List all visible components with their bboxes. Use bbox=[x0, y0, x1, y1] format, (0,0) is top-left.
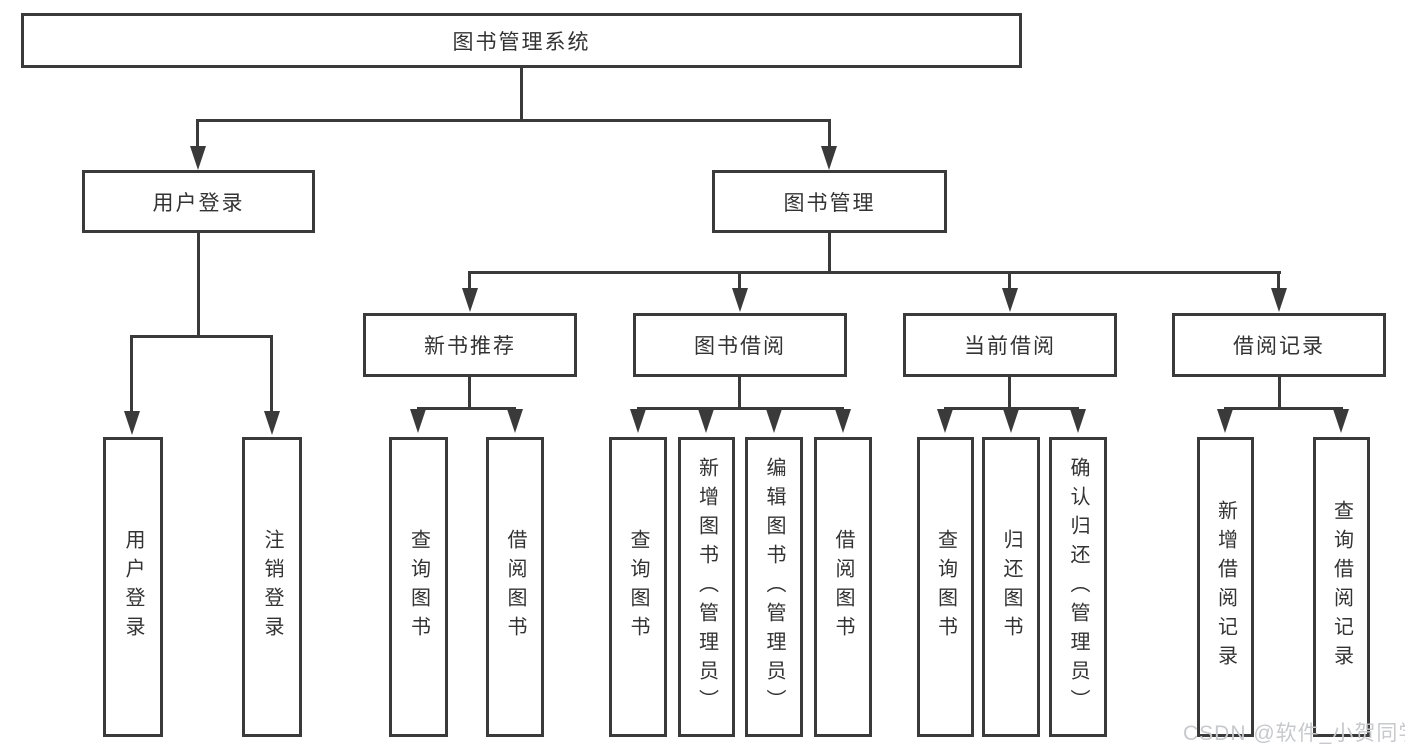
arrowhead-to-bb-edit-icon bbox=[766, 409, 782, 433]
connector-bb-stem bbox=[738, 375, 741, 409]
node-leaf-rec-borrow-book: 借阅图书 bbox=[486, 437, 544, 737]
node-leaf-bb-borrow-book: 借阅图书 bbox=[814, 437, 872, 737]
arrowhead-to-cb-confirm-icon bbox=[1070, 409, 1086, 433]
arrowhead-to-ul-logout-icon bbox=[264, 411, 280, 435]
connector-bm-drop-3 bbox=[1008, 272, 1011, 290]
node-new-book-recommendation: 新书推荐 bbox=[363, 313, 577, 377]
connector-bm-drop-2 bbox=[738, 272, 741, 290]
connector-book-mgmt-stem bbox=[828, 231, 831, 274]
node-label: 图书管理系统 bbox=[452, 30, 591, 54]
node-leaf-bb-query-book: 查询图书 bbox=[609, 437, 667, 737]
connector-bm-drop-4 bbox=[1277, 272, 1280, 290]
connector-bb-branch bbox=[637, 407, 844, 410]
node-label: 查询图书 bbox=[934, 529, 957, 645]
node-label: 借阅图书 bbox=[504, 529, 526, 645]
node-label: 当前借阅 bbox=[964, 335, 1056, 358]
connector-user-login-right-drop bbox=[270, 335, 273, 413]
arrowhead-to-cb-return-icon bbox=[1003, 409, 1019, 433]
connector-rec-branch bbox=[417, 407, 516, 410]
node-label: 新增借阅记录 bbox=[1214, 500, 1237, 674]
connector-cb-branch bbox=[944, 407, 1079, 410]
connector-user-login-branch bbox=[130, 335, 273, 338]
connector-rec-stem bbox=[468, 375, 471, 409]
node-leaf-bb-edit-book-admin: 编辑图书（管理员） bbox=[745, 437, 803, 737]
node-label: 确认归还（管理员） bbox=[1067, 456, 1089, 718]
node-borrowing-records: 借阅记录 bbox=[1172, 313, 1386, 377]
arrowhead-to-br-add-icon bbox=[1217, 409, 1233, 433]
node-label: 归还图书 bbox=[1000, 529, 1022, 645]
connector-bm-drop-1 bbox=[468, 272, 471, 290]
connector-root-left-drop bbox=[196, 120, 199, 150]
node-label: 注销登录 bbox=[261, 529, 283, 645]
arrowhead-to-br-query-icon bbox=[1333, 409, 1349, 433]
node-label: 查询图书 bbox=[407, 529, 430, 645]
arrowhead-to-book-borrow-icon bbox=[732, 288, 748, 312]
arrowhead-to-cb-query-icon bbox=[937, 409, 953, 433]
connector-br-stem bbox=[1278, 375, 1281, 409]
node-leaf-br-add-record: 新增借阅记录 bbox=[1197, 437, 1254, 737]
node-label: 编辑图书（管理员） bbox=[763, 456, 785, 718]
connector-book-mgmt-branch bbox=[468, 271, 1281, 274]
node-root-library-management-system: 图书管理系统 bbox=[21, 13, 1022, 68]
arrowhead-to-current-borrow-icon bbox=[1002, 288, 1018, 312]
arrowhead-to-borrow-records-icon bbox=[1271, 288, 1287, 312]
arrowhead-to-user-login-icon bbox=[190, 146, 206, 170]
node-label: 新书推荐 bbox=[424, 335, 516, 358]
node-leaf-br-query-record: 查询借阅记录 bbox=[1313, 437, 1370, 737]
arrowhead-to-ul-user-login-icon bbox=[124, 411, 140, 435]
node-leaf-cb-return-book: 归还图书 bbox=[982, 437, 1040, 737]
node-leaf-logout: 注销登录 bbox=[242, 437, 302, 737]
node-label: 借阅记录 bbox=[1233, 335, 1325, 358]
connector-cb-stem bbox=[1008, 375, 1011, 409]
node-label: 借阅图书 bbox=[832, 529, 854, 645]
connector-user-login-stem bbox=[197, 231, 200, 337]
node-leaf-user-login: 用户登录 bbox=[103, 437, 163, 737]
node-book-borrowing: 图书借阅 bbox=[633, 313, 847, 377]
connector-root-right-drop bbox=[828, 120, 831, 150]
node-leaf-cb-confirm-return-admin: 确认归还（管理员） bbox=[1049, 437, 1107, 737]
arrowhead-to-rec-borrow-icon bbox=[507, 409, 523, 433]
node-user-login: 用户登录 bbox=[82, 170, 315, 233]
node-leaf-cb-query-book: 查询图书 bbox=[917, 437, 974, 737]
node-book-management: 图书管理 bbox=[712, 170, 947, 233]
arrowhead-to-bb-add-icon bbox=[698, 409, 714, 433]
arrowhead-to-book-mgmt-icon bbox=[821, 146, 837, 170]
csdn-watermark: CSDN @软件_小贺同学 bbox=[1183, 722, 1405, 745]
node-label: 查询图书 bbox=[627, 529, 649, 645]
connector-user-login-left-drop bbox=[130, 335, 133, 413]
node-leaf-rec-query-book: 查询图书 bbox=[389, 437, 448, 737]
node-leaf-bb-add-book-admin: 新增图书（管理员） bbox=[678, 437, 735, 737]
connector-br-branch bbox=[1224, 407, 1343, 410]
node-current-borrowing: 当前借阅 bbox=[903, 313, 1117, 377]
arrowhead-to-bb-query-icon bbox=[630, 409, 646, 433]
connector-root-branch bbox=[196, 119, 831, 122]
node-label: 查询借阅记录 bbox=[1330, 500, 1353, 674]
arrowhead-to-new-book-rec-icon bbox=[462, 288, 478, 312]
node-label: 用户登录 bbox=[122, 529, 144, 645]
connector-root-stem bbox=[520, 66, 523, 122]
node-label: 新增图书（管理员） bbox=[695, 456, 718, 718]
arrowhead-to-rec-query-icon bbox=[410, 409, 426, 433]
arrowhead-to-bb-borrow-icon bbox=[835, 409, 851, 433]
node-label: 图书管理 bbox=[783, 191, 876, 215]
node-label: 用户登录 bbox=[152, 191, 245, 215]
node-label: 图书借阅 bbox=[694, 335, 786, 358]
